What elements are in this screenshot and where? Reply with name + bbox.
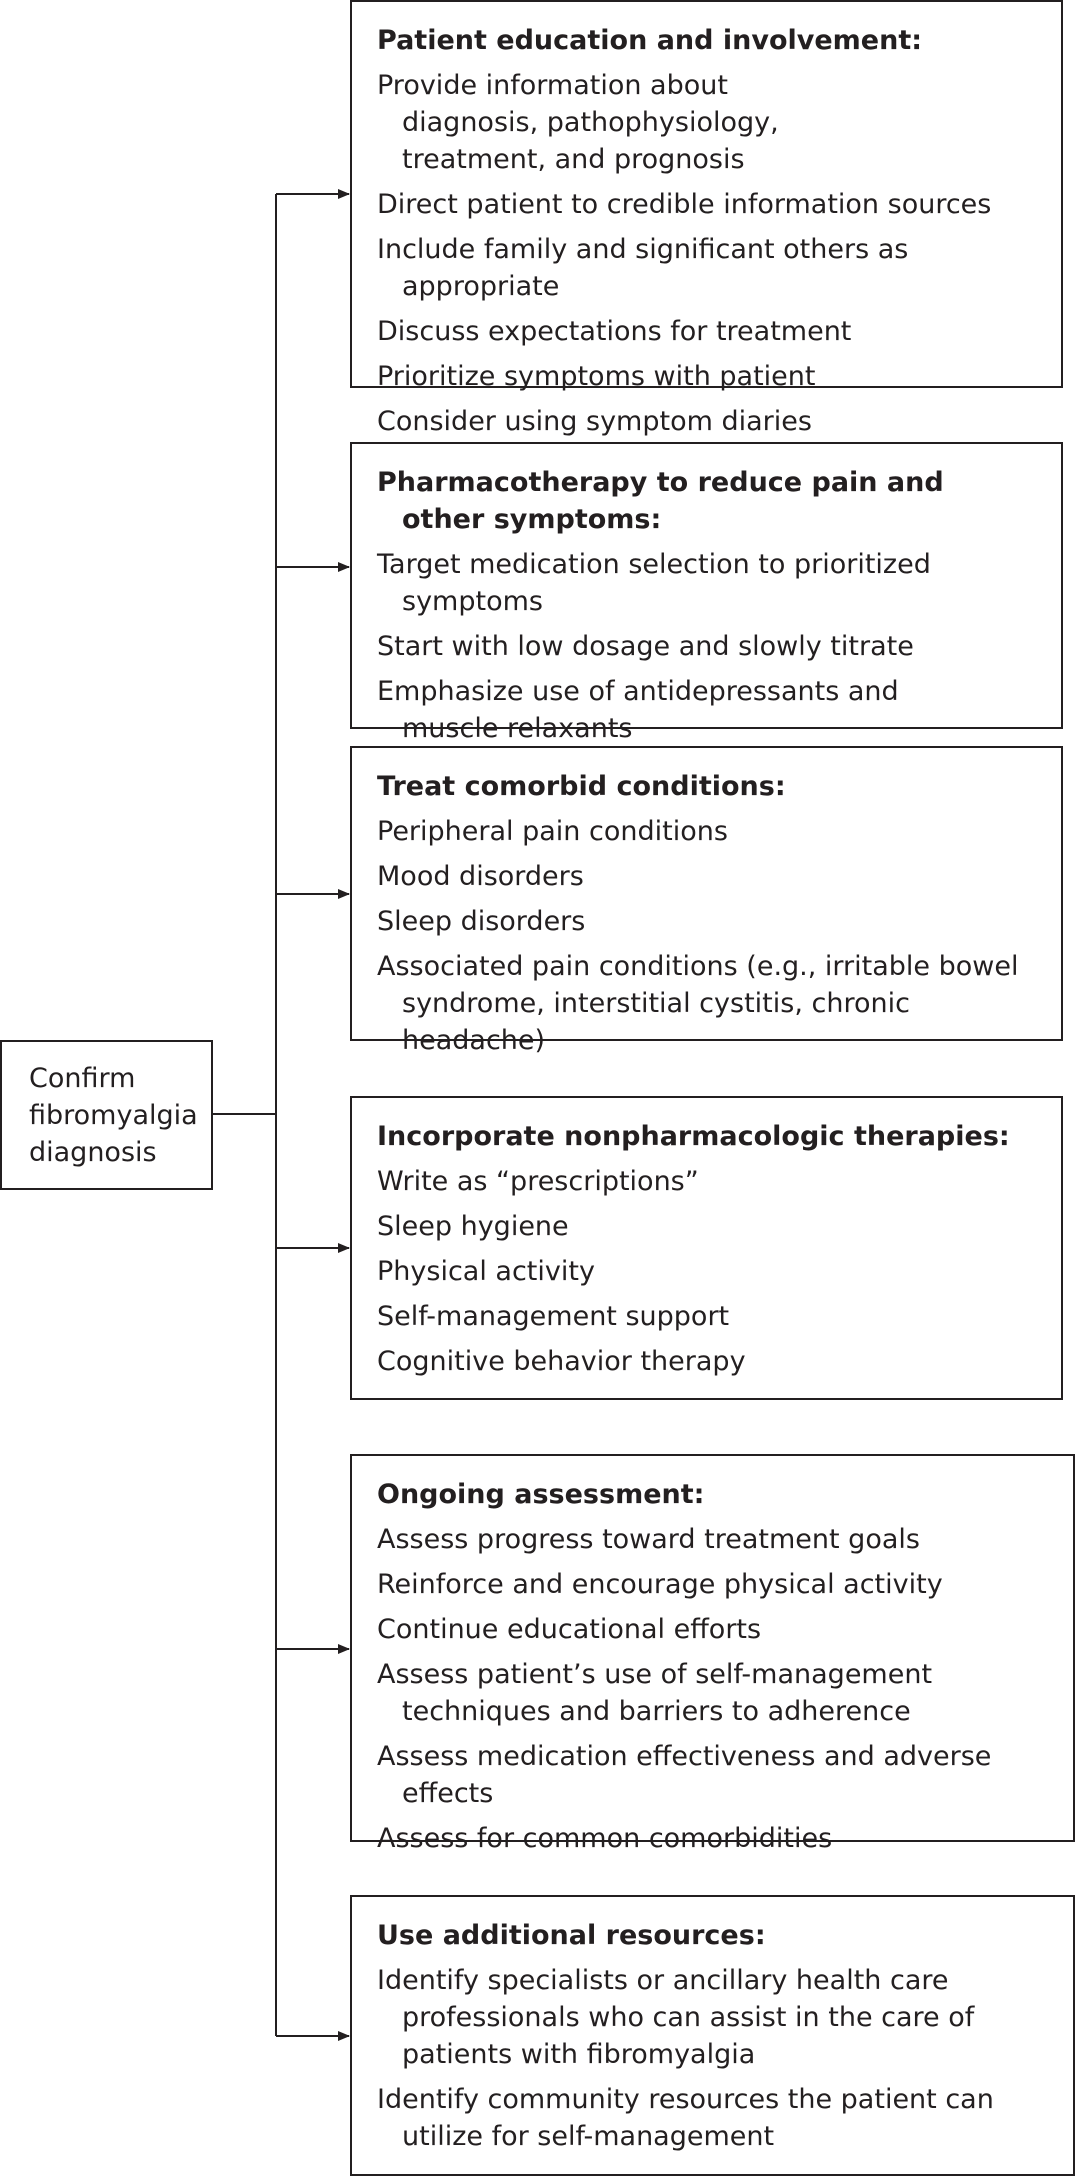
- step-title: Patient education and involvement:: [377, 25, 923, 56]
- step-item: Include family and significant others as…: [377, 234, 909, 302]
- step-item: Cognitive behavior therapy: [377, 1346, 746, 1377]
- start-box: Confirm fibromyalgia diagnosis: [0, 1040, 213, 1190]
- start-label: Confirm fibromyalgia diagnosis: [29, 1063, 198, 1168]
- step-item: Assess progress toward treatment goals: [377, 1524, 920, 1555]
- step-item: Target medication selection to prioritiz…: [377, 549, 931, 617]
- step-item: Assess for common comorbidities: [377, 1823, 833, 1854]
- step-item: Discuss expectations for treatment: [377, 316, 852, 347]
- step-item-list: Provide information about diagnosis, pat…: [377, 67, 1041, 440]
- step-box-additional-resources: Use additional resources: Identify speci…: [350, 1895, 1075, 2176]
- step-title: Ongoing assessment:: [377, 1479, 705, 1510]
- step-title: Incorporate nonpharmacologic therapies:: [377, 1121, 1010, 1152]
- step-box-patient-education: Patient education and involvement: Provi…: [350, 0, 1063, 437]
- step-box-ongoing-assessment: Ongoing assessment: Assess progress towa…: [350, 1454, 1075, 1854]
- step-item: Prioritize symptoms with patient: [377, 361, 816, 392]
- step-box-pharmacotherapy: Pharmacotherapy to reduce pain and other…: [350, 442, 1063, 744]
- step-item: Sleep hygiene: [377, 1211, 569, 1242]
- step-item: Assess medication effectiveness and adve…: [377, 1741, 992, 1809]
- step-item: Mood disorders: [377, 861, 584, 892]
- step-item-list: Assess progress toward treatment goals R…: [377, 1521, 1053, 1857]
- step-item: Self-management support: [377, 1301, 730, 1332]
- step-box-nonpharmacologic-therapies: Incorporate nonpharmacologic therapies: …: [350, 1096, 1063, 1400]
- step-item: Direct patient to credible information s…: [377, 189, 992, 220]
- step-item: Peripheral pain conditions: [377, 816, 728, 847]
- step-item-list: Write as “prescriptions” Sleep hygiene P…: [377, 1163, 1041, 1380]
- step-title: Use additional resources:: [377, 1920, 766, 1951]
- step-title: Pharmacotherapy to reduce pain and other…: [377, 467, 944, 535]
- step-item: Sleep disorders: [377, 906, 586, 937]
- step-title: Treat comorbid conditions:: [377, 771, 786, 802]
- step-item: Reinforce and encourage physical activit…: [377, 1569, 943, 1600]
- step-item-list: Target medication selection to prioritiz…: [377, 546, 1041, 747]
- step-item-list: Identify specialists or ancillary health…: [377, 1962, 1053, 2155]
- step-item: Continue educational efforts: [377, 1614, 762, 1645]
- step-item: Physical activity: [377, 1256, 595, 1287]
- step-item-list: Peripheral pain conditions Mood disorder…: [377, 813, 1041, 1059]
- step-item: Associated pain conditions (e.g., irrita…: [377, 951, 1019, 1056]
- step-item: Identify community resources the patient…: [377, 2084, 994, 2152]
- step-item: Start with low dosage and slowly titrate: [377, 631, 914, 662]
- step-item: Assess patient’s use of self-management …: [377, 1659, 933, 1727]
- step-item: Identify specialists or ancillary health…: [377, 1965, 975, 2070]
- step-item: Consider using symptom diaries: [377, 406, 812, 437]
- step-item: Provide information about diagnosis, pat…: [377, 70, 779, 175]
- step-item: Write as “prescriptions”: [377, 1166, 699, 1197]
- step-box-comorbid-conditions: Treat comorbid conditions: Peripheral pa…: [350, 746, 1063, 1056]
- step-item: Emphasize use of antidepressants and mus…: [377, 676, 899, 744]
